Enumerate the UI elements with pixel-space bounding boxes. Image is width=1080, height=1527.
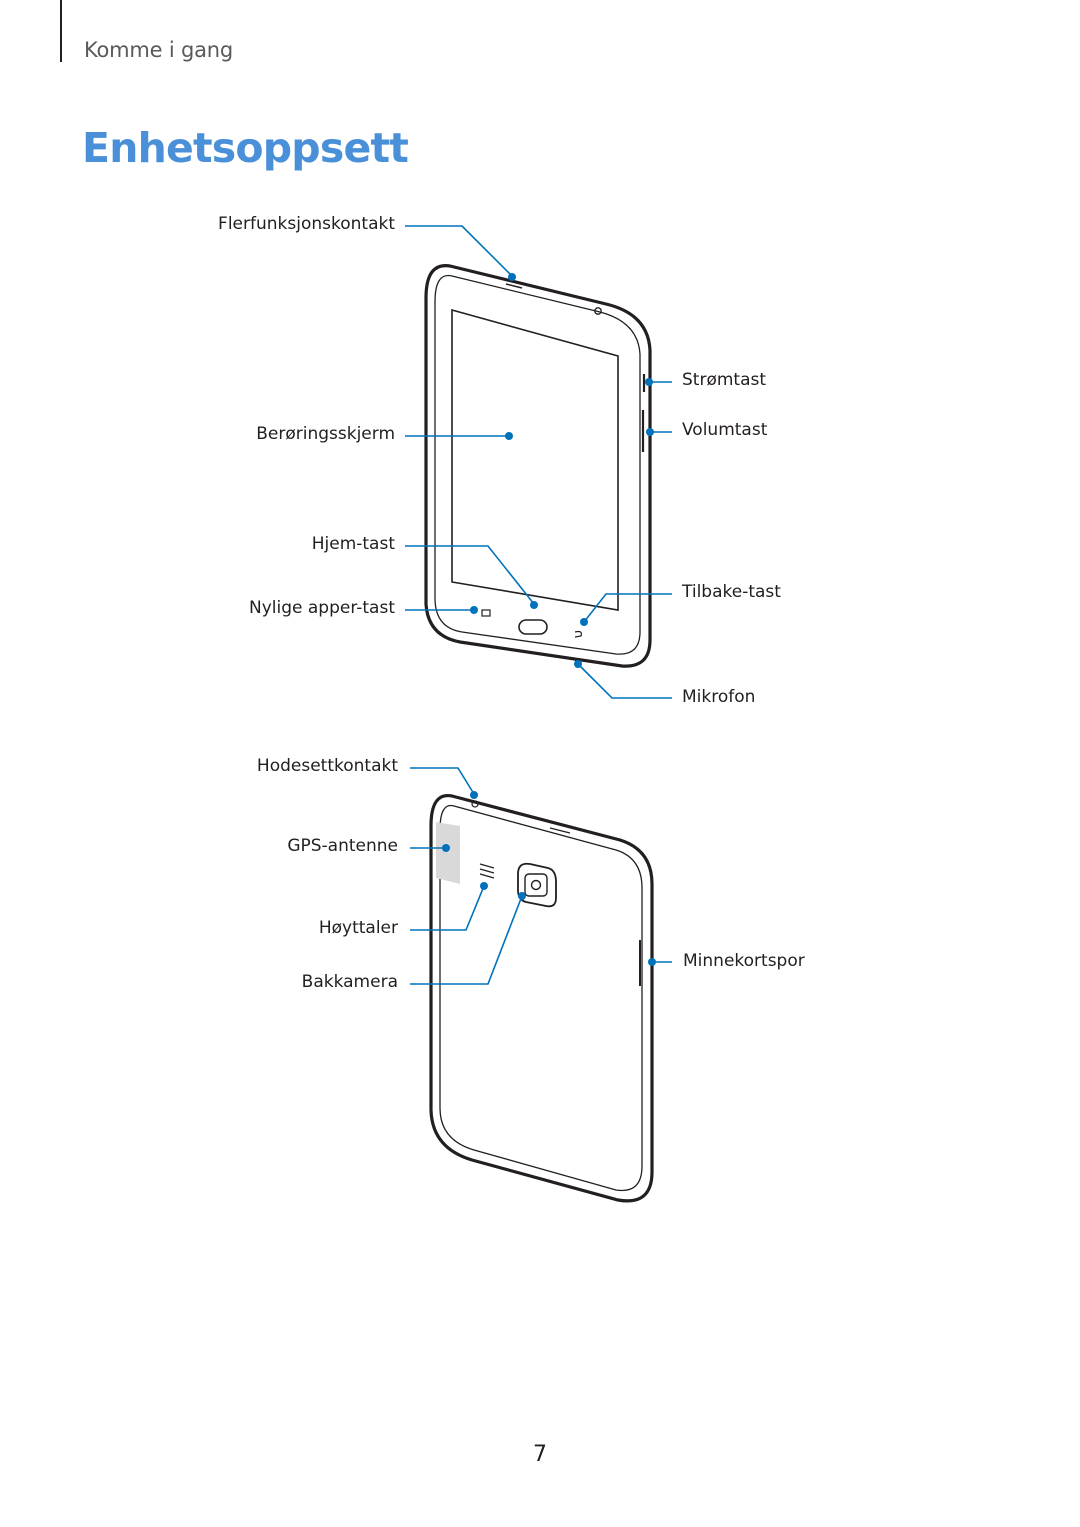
label-microphone: Mikrofon bbox=[682, 687, 756, 707]
front-recent-glyph bbox=[481, 609, 491, 617]
label-speaker: Høyttaler bbox=[318, 918, 398, 938]
label-touchscreen: Berøringsskjerm bbox=[256, 424, 395, 444]
back-headset-port bbox=[471, 800, 479, 808]
back-camera-lens bbox=[530, 879, 542, 891]
page-title: Enhetsoppsett bbox=[82, 124, 409, 172]
sidebar-rule bbox=[60, 0, 62, 62]
front-body-outer bbox=[424, 264, 652, 668]
label-home-key: Hjem-tast bbox=[311, 534, 395, 554]
back-gps-patch bbox=[436, 822, 460, 884]
callout-line-multipurpose bbox=[405, 225, 513, 277]
tablet-front-illustration bbox=[424, 264, 652, 668]
label-rear-camera: Bakkamera bbox=[301, 972, 398, 992]
dot-touchscreen bbox=[505, 432, 513, 440]
front-home-key bbox=[518, 619, 548, 635]
back-body-inner bbox=[439, 804, 643, 1192]
front-screen bbox=[451, 308, 619, 611]
front-top-port bbox=[505, 283, 523, 289]
dot-memory bbox=[648, 958, 656, 966]
dot-volume bbox=[646, 428, 654, 436]
back-card-slot-top bbox=[549, 827, 571, 834]
dot-recent bbox=[470, 606, 478, 614]
dot-camera bbox=[518, 892, 526, 900]
back-body-outer bbox=[429, 793, 654, 1203]
page-number: 7 bbox=[533, 1442, 547, 1467]
tablet-back-illustration bbox=[429, 793, 654, 1203]
front-body-inner bbox=[434, 274, 641, 655]
label-recent-apps-key: Nylige apper-tast bbox=[249, 598, 395, 618]
callout-line-back bbox=[583, 593, 672, 623]
front-back-glyph bbox=[574, 630, 582, 638]
label-multipurpose-jack: Flerfunksjonskontakt bbox=[218, 214, 395, 234]
back-camera-lens-frame bbox=[524, 873, 548, 897]
dot-multipurpose bbox=[508, 273, 516, 281]
callout-line-headset bbox=[410, 767, 475, 795]
back-camera-housing bbox=[517, 862, 557, 908]
callout-line-mic bbox=[577, 663, 672, 699]
dot-power bbox=[645, 378, 653, 386]
front-camera bbox=[594, 307, 602, 315]
dot-speaker bbox=[480, 882, 488, 890]
callout-line-speaker bbox=[410, 885, 485, 931]
back-speaker-grille bbox=[479, 863, 495, 879]
callout-line-home bbox=[405, 545, 535, 605]
callouts bbox=[405, 225, 672, 985]
label-volume-key: Volumtast bbox=[682, 420, 768, 440]
dot-mic bbox=[574, 660, 582, 668]
dot-gps bbox=[442, 844, 450, 852]
dot-headset bbox=[470, 791, 478, 799]
label-power-key: Strømtast bbox=[682, 370, 767, 390]
callout-dots bbox=[442, 273, 656, 966]
dot-home bbox=[530, 601, 538, 609]
dot-back bbox=[580, 618, 588, 626]
label-headset-jack: Hodesettkontakt bbox=[256, 756, 398, 776]
callout-line-camera bbox=[410, 895, 523, 985]
label-gps-antenna: GPS-antenne bbox=[287, 836, 398, 856]
label-back-key: Tilbake-tast bbox=[682, 582, 781, 602]
section-header: Komme i gang bbox=[84, 38, 234, 62]
label-memory-card-slot: Minnekortspor bbox=[683, 951, 805, 971]
